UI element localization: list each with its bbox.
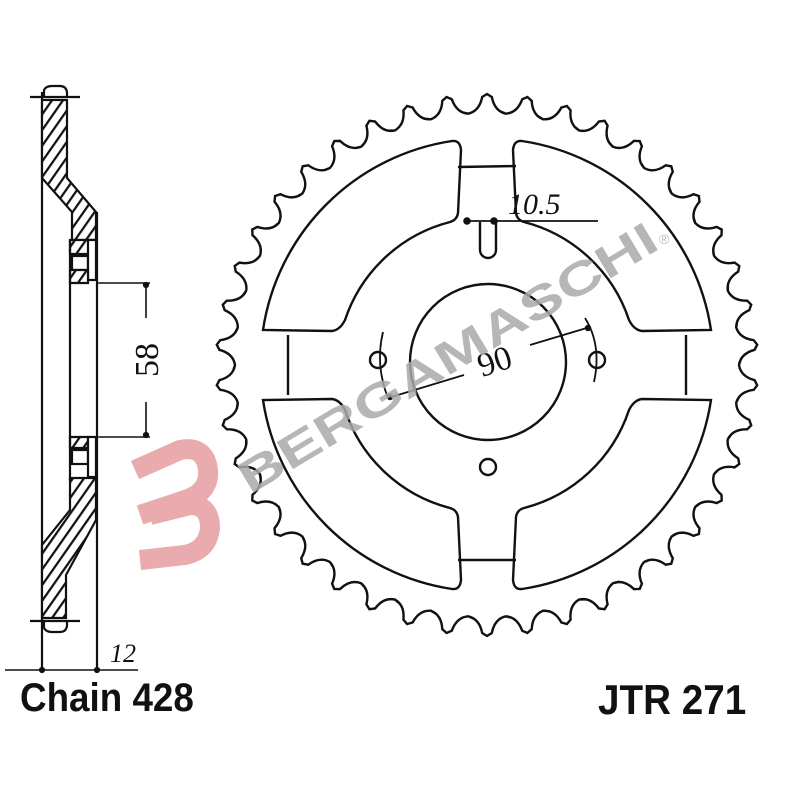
chain-size-label: Chain 428 — [20, 676, 194, 720]
window-bottom-left — [261, 397, 463, 591]
registered-mark-icon: ® — [659, 231, 670, 247]
window-top-right — [511, 139, 713, 333]
center-bore — [408, 282, 568, 442]
side-profile-view — [5, 84, 150, 674]
sprocket-front-view — [215, 92, 759, 638]
slot-width-dimension-label: 10.5 — [508, 188, 561, 221]
thickness-dimension-label: 12 — [110, 639, 136, 668]
window-bottom-right — [511, 397, 713, 591]
brand-logo-b-icon — [130, 439, 221, 570]
hub-bore-dimension-label: 58 — [129, 343, 166, 377]
window-top-left — [261, 139, 463, 333]
sprocket-teeth-outline — [215, 92, 759, 638]
part-number-label: JTR 271 — [598, 676, 747, 723]
